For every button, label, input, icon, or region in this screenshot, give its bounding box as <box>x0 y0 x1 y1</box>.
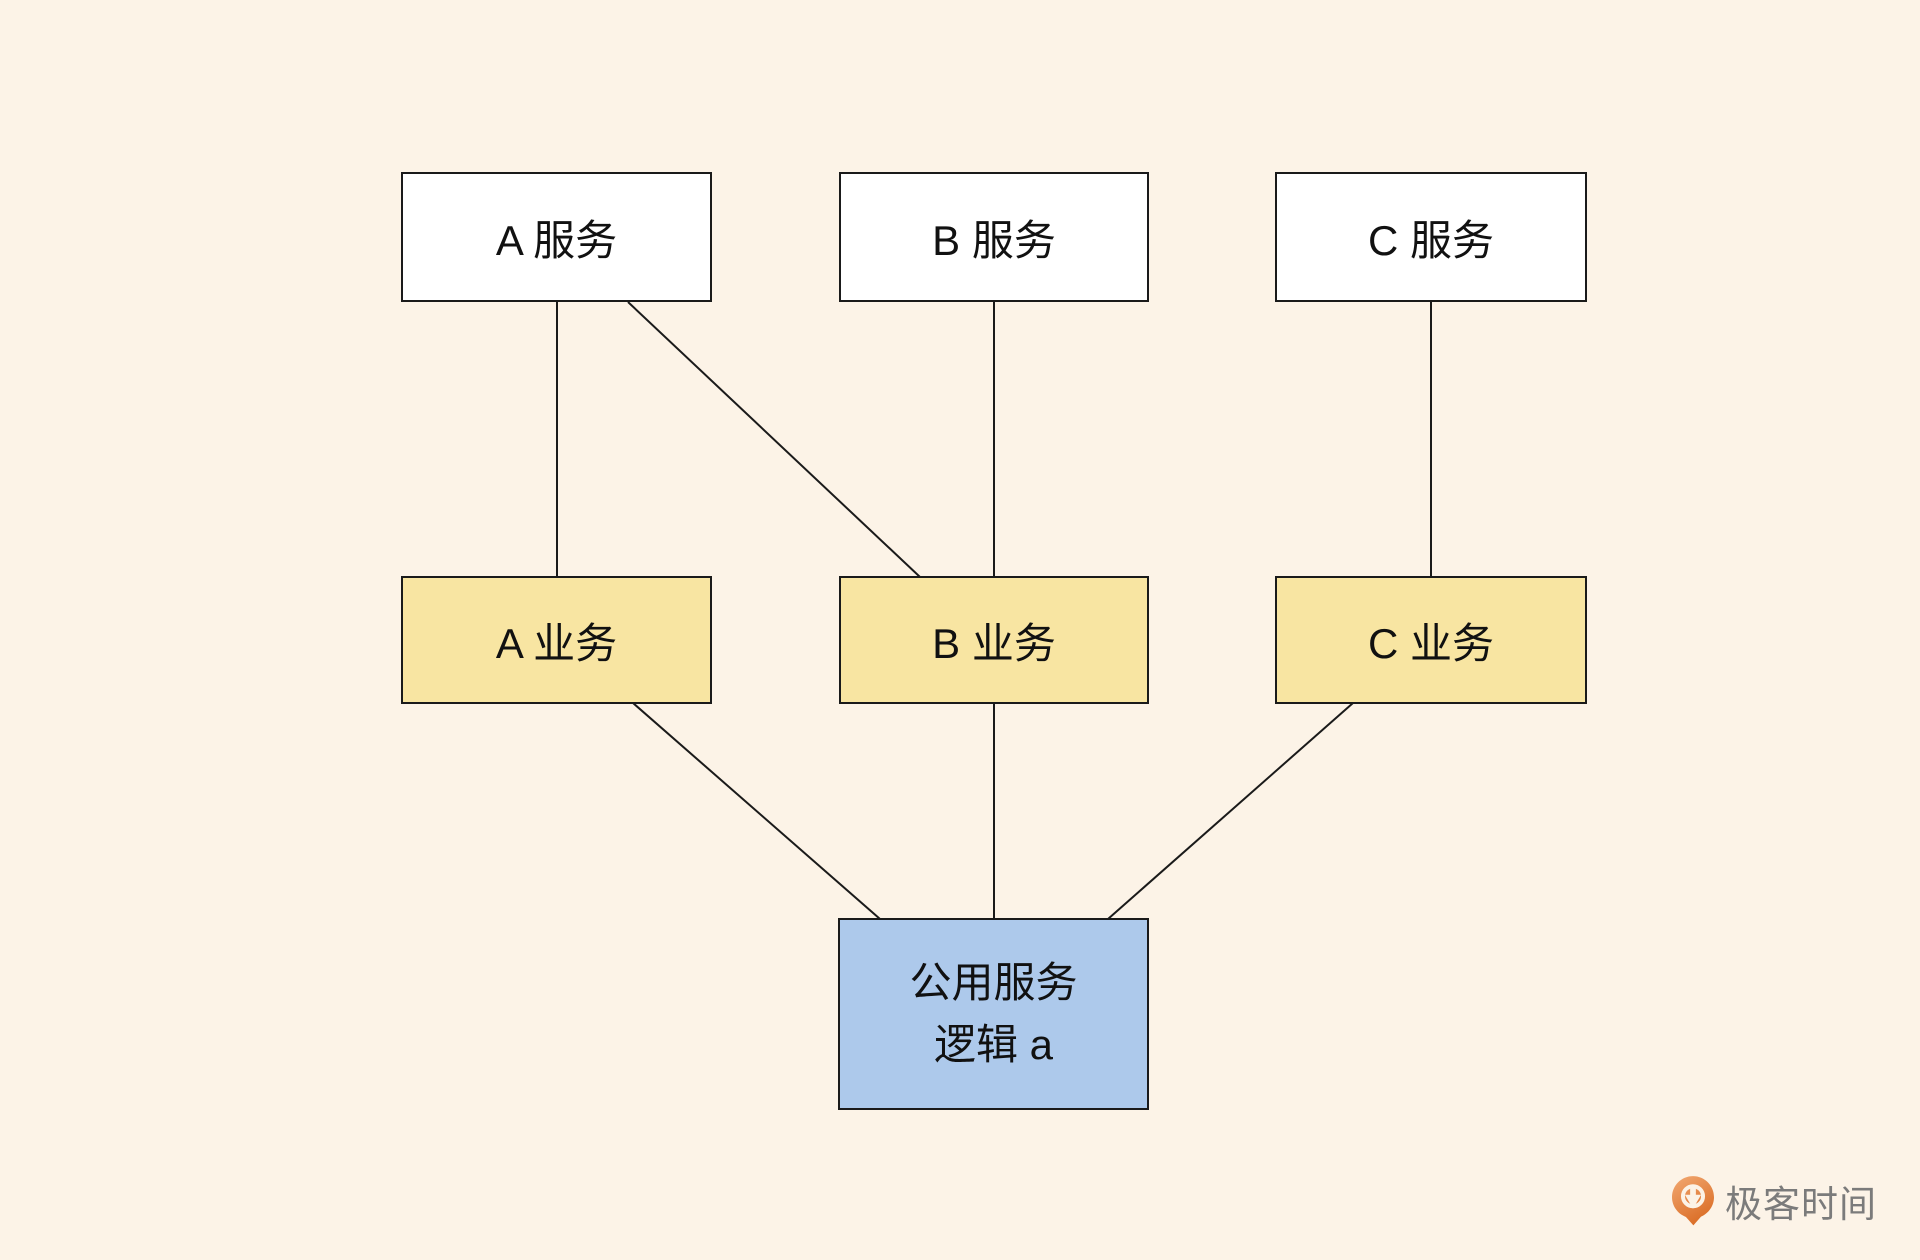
node-service-c-label: C 服务 <box>1367 216 1494 264</box>
edge-business-a-shared <box>632 702 881 920</box>
node-shared-service-label-line2: 逻辑 a <box>933 1021 1054 1068</box>
node-business-a: A 业务 <box>401 576 712 704</box>
node-business-b: B 业务 <box>839 576 1149 704</box>
node-business-c: C 业务 <box>1275 576 1587 704</box>
node-service-a: A 服务 <box>401 172 712 302</box>
node-service-b-label: B 服务 <box>932 216 1056 264</box>
node-service-c: C 服务 <box>1275 172 1587 302</box>
node-business-c-label: C 业务 <box>1367 619 1494 667</box>
node-business-b-label: B 业务 <box>932 619 1056 667</box>
node-business-a-label: A 业务 <box>495 619 618 667</box>
geektime-logo: 极客时间 <box>1672 1174 1877 1228</box>
node-shared-service: 公用服务 逻辑 a <box>838 918 1149 1110</box>
node-shared-service-label-line1: 公用服务 <box>909 959 1078 1006</box>
geektime-pin-icon <box>1672 1176 1714 1226</box>
edge-business-c-shared <box>1107 702 1354 920</box>
geektime-wordmark: 极客时间 <box>1725 1184 1877 1225</box>
node-service-a-label: A 服务 <box>495 216 618 264</box>
edge-service-a-business-b <box>627 301 921 578</box>
node-service-b: B 服务 <box>839 172 1149 302</box>
